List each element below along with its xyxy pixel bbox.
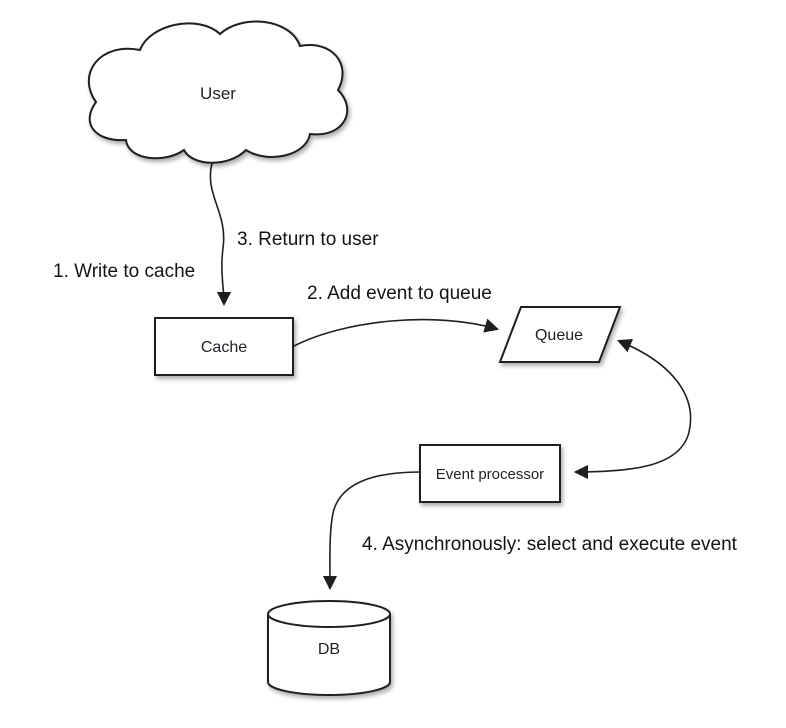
queue-label: Queue: [535, 327, 583, 344]
node-cache: Cache: [154, 317, 294, 376]
node-event-processor: Event processor: [419, 444, 561, 503]
cache-label: Cache: [201, 339, 247, 356]
edge-cache-to-queue: [293, 318, 500, 347]
db-label: DB: [318, 641, 340, 658]
event-processor-rect: [419, 444, 561, 503]
node-user: User: [87, 20, 349, 164]
cloud-shape: [87, 20, 349, 164]
annotation-step1: 1. Write to cache: [53, 261, 195, 282]
edge-event-processor-to-db: [322, 471, 421, 591]
edge-queue-event-processor-double-arrow: [573, 338, 692, 480]
queue-parallelogram: [498, 306, 622, 363]
user-label: User: [200, 84, 236, 103]
db-cylinder-rim: [267, 613, 391, 628]
annotation-step4: 4. Asynchronously: select and execute ev…: [362, 534, 738, 555]
annotation-step3: 3. Return to user: [237, 229, 379, 250]
node-queue: Queue: [498, 306, 622, 363]
node-db: DB: [267, 600, 391, 696]
annotation-step2: 2. Add event to queue: [307, 283, 492, 304]
event-processor-label: Event processor: [436, 466, 544, 483]
cache-rect: [154, 317, 294, 376]
edge-user-to-cache: [209, 162, 232, 307]
